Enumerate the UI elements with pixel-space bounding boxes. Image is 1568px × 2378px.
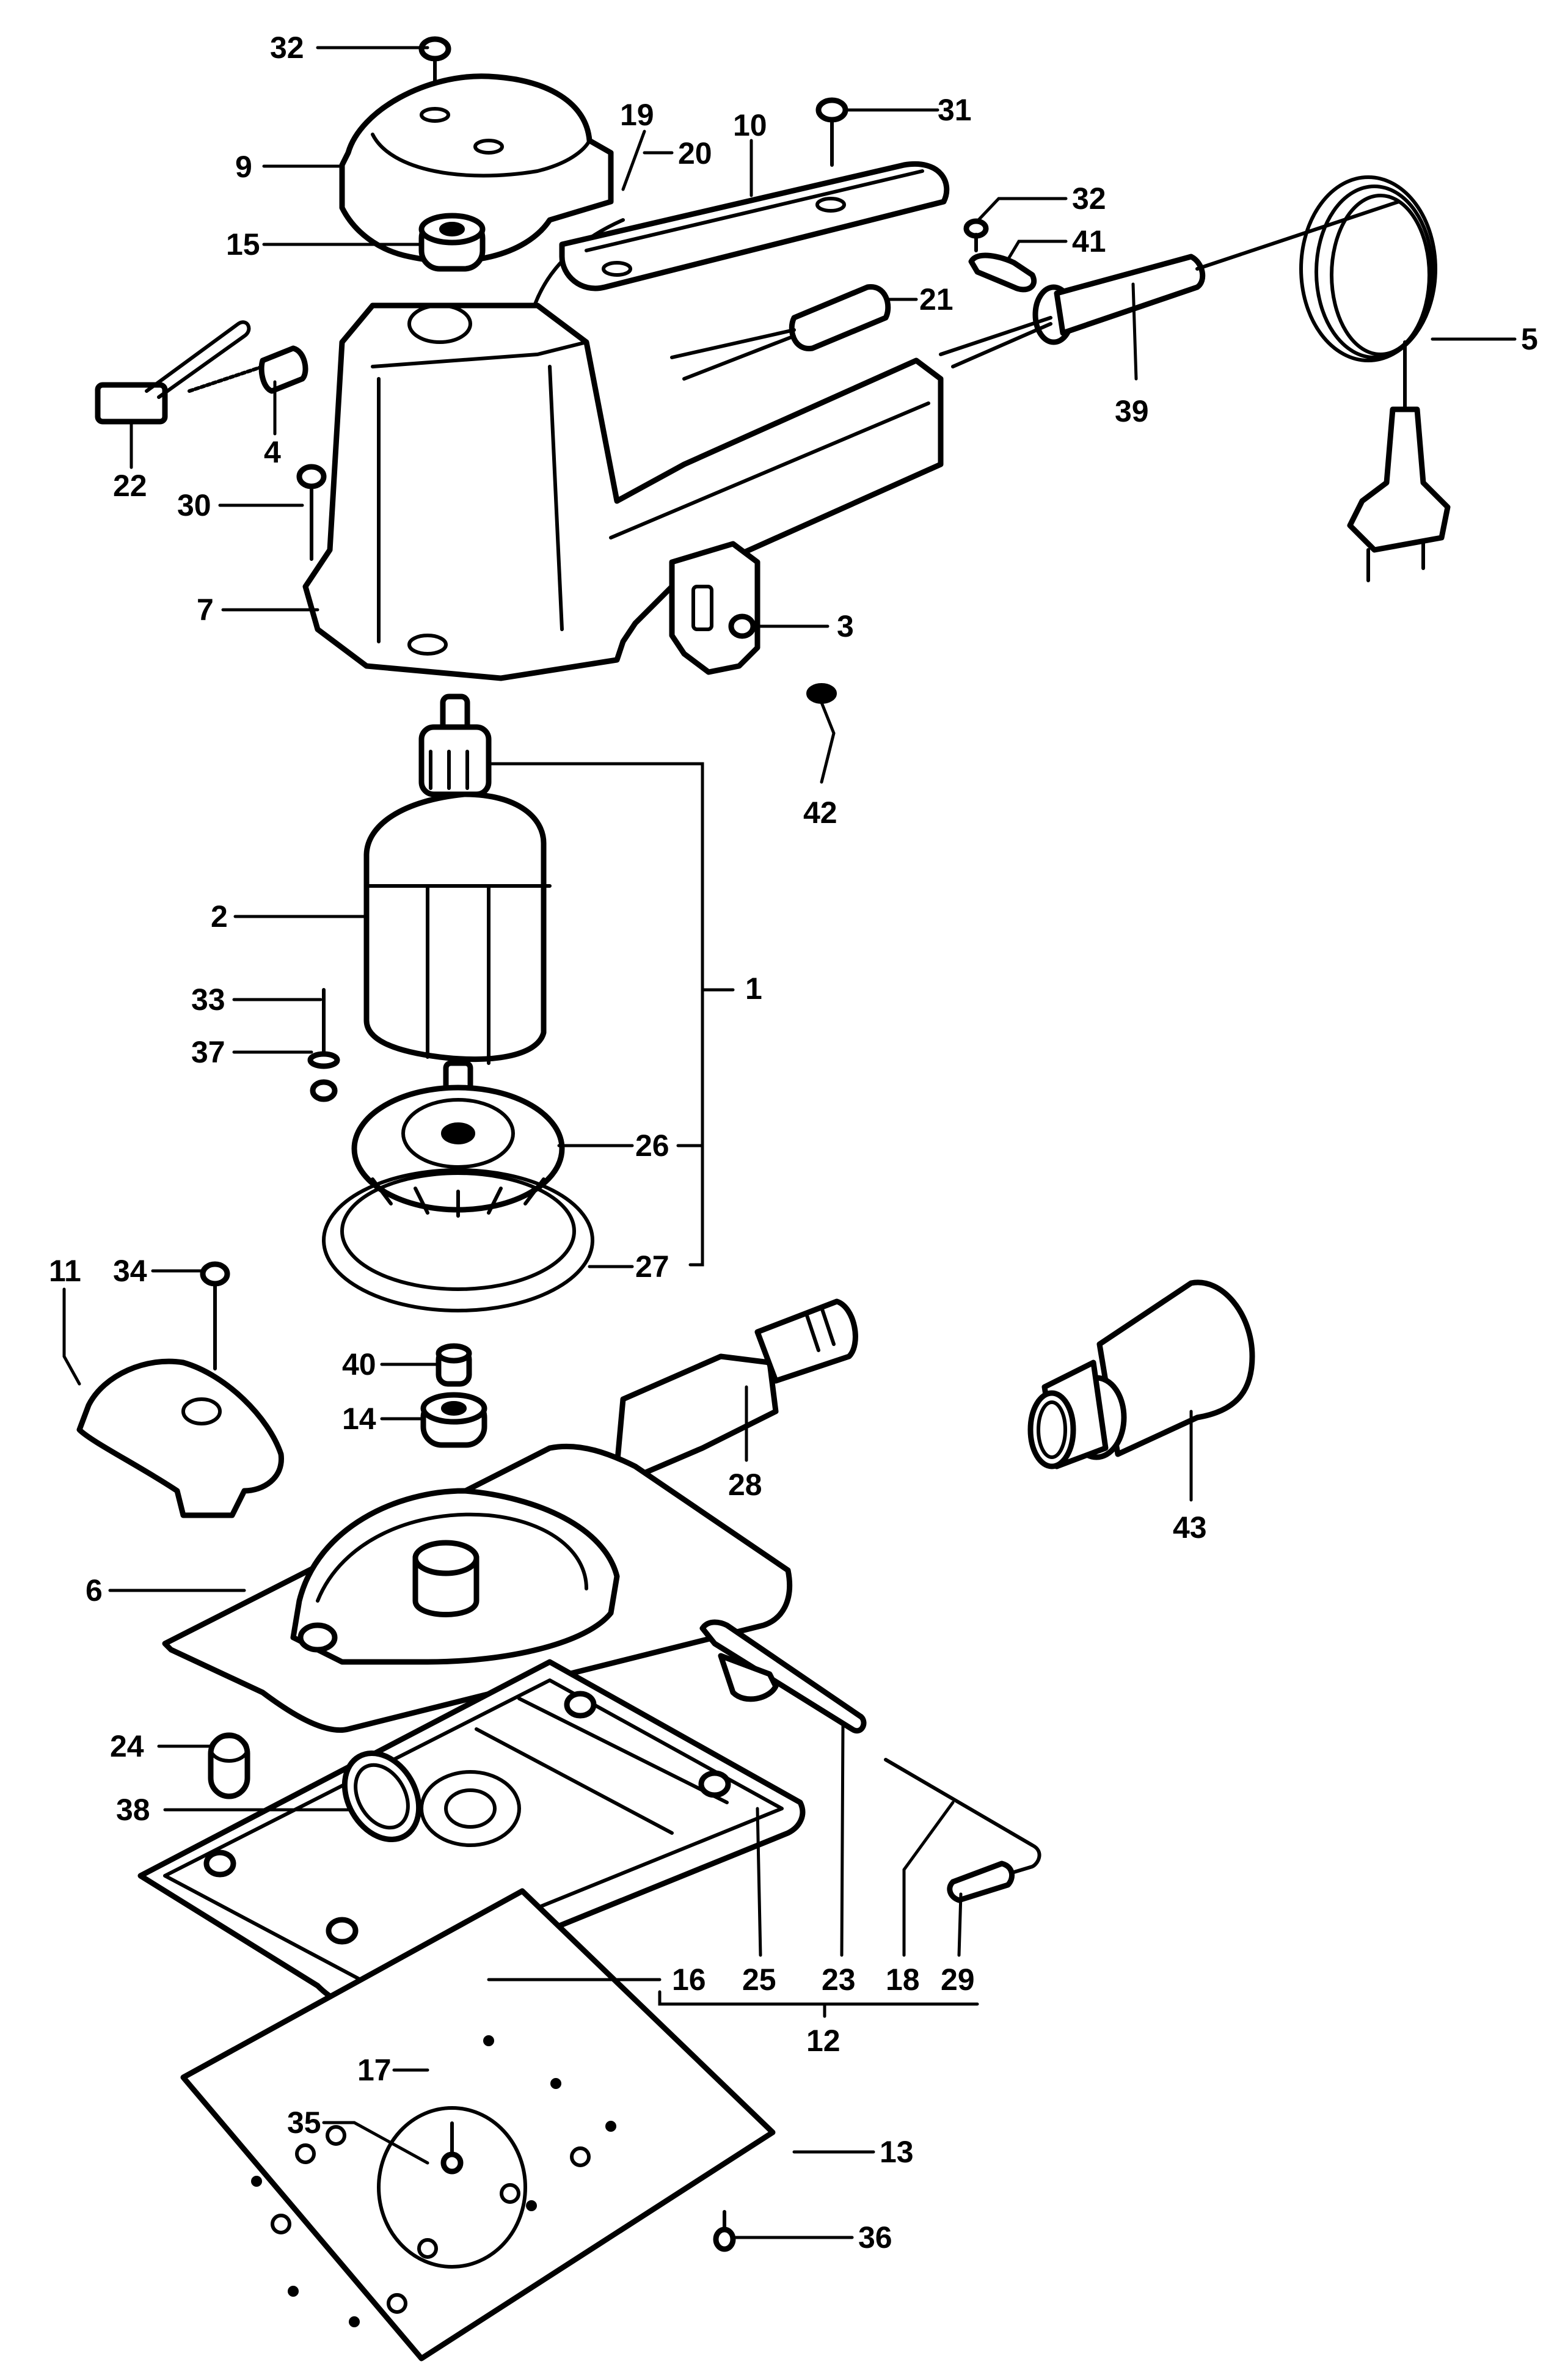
part-9-top-cap <box>339 73 614 264</box>
part-22-brush-holder <box>95 320 251 425</box>
part-40-spacer <box>436 1343 472 1387</box>
part-1-armature <box>418 693 492 797</box>
part-2-field-stator <box>363 791 552 1133</box>
callout-27: 27 <box>635 1249 669 1284</box>
part-32-right-screw <box>963 218 989 252</box>
callout-42: 42 <box>803 796 837 830</box>
callout-25: 25 <box>742 1963 776 1997</box>
callout-3: 3 <box>837 609 854 643</box>
part-25-platen <box>137 1659 806 2009</box>
callout-16: 16 <box>672 1963 706 1997</box>
part-21-capacitor <box>670 284 891 381</box>
callout-34: 34 <box>113 1254 147 1288</box>
part-34-screw <box>200 1261 230 1370</box>
callout-37: 37 <box>191 1035 225 1069</box>
part-23-paper-clamp-lever <box>699 1619 867 1733</box>
leader-lines <box>62 46 1517 2239</box>
callout-39: 39 <box>1115 394 1149 428</box>
callout-4: 4 <box>264 435 281 469</box>
callout-13: 13 <box>880 2135 914 2169</box>
callout-20: 20 <box>678 136 712 170</box>
part-13-pad-plate <box>180 1888 776 2362</box>
part-31-screw <box>815 97 848 167</box>
part-10-handle-cover <box>559 161 950 291</box>
callout-11: 11 <box>49 1254 81 1288</box>
part-39-cord-guard <box>939 254 1206 368</box>
callout-32-top: 32 <box>270 31 304 65</box>
part-5-power-cord <box>1195 175 1451 582</box>
callout-7: 7 <box>197 593 214 627</box>
part-27-baffle <box>322 1168 594 1312</box>
callout-12: 12 <box>806 2024 841 2058</box>
part-11-front-grip <box>76 1358 284 1518</box>
callout-10: 10 <box>733 108 767 142</box>
callout-40: 40 <box>342 1347 376 1381</box>
part-18-clamp-wire <box>884 1758 1041 1878</box>
part-14-bearing <box>420 1392 487 1448</box>
callout-26: 26 <box>635 1129 669 1163</box>
callout-35: 35 <box>287 2105 321 2140</box>
part-35-screw <box>440 2121 464 2175</box>
part-41-cord-clamp <box>968 252 1037 293</box>
part-6-base-housing <box>162 1443 793 1733</box>
part-43-dust-adaptor <box>1027 1279 1255 1469</box>
part-4-carbon-brush <box>188 345 308 394</box>
callout-17: 17 <box>357 2053 392 2087</box>
part-28-dust-spout <box>614 1298 858 1488</box>
part-37-washer <box>307 1051 340 1102</box>
part-36-screw <box>713 2210 736 2252</box>
callout-18: 18 <box>886 1963 920 1997</box>
callout-23: 23 <box>822 1963 856 1997</box>
callout-31: 31 <box>938 93 972 127</box>
part-42-screw <box>806 683 837 704</box>
part-30-screw <box>296 464 327 561</box>
callout-2: 2 <box>211 899 228 934</box>
callout-30: 30 <box>177 488 211 522</box>
part-24-foot <box>208 1732 250 1799</box>
part-3-switch <box>669 541 760 675</box>
callout-21: 21 <box>919 282 954 316</box>
callout-28: 28 <box>728 1468 762 1502</box>
callout-38: 38 <box>116 1793 150 1827</box>
part-38-seal <box>341 1750 422 1843</box>
callout-5: 5 <box>1521 322 1538 356</box>
callout-22: 22 <box>113 469 147 503</box>
callout-6: 6 <box>86 1573 103 1608</box>
callout-32-right: 32 <box>1072 181 1106 216</box>
callout-24: 24 <box>110 1729 144 1763</box>
callout-15: 15 <box>226 227 260 262</box>
callout-33: 33 <box>191 982 225 1017</box>
part-29-clamp-pin <box>947 1860 1015 1903</box>
callout-29: 29 <box>941 1963 975 1997</box>
callout-19: 19 <box>620 98 654 132</box>
callout-36: 36 <box>858 2220 892 2255</box>
callout-1: 1 <box>745 971 762 1006</box>
part-26-fan <box>351 1085 565 1218</box>
part-15-bearing <box>418 213 486 272</box>
callout-43: 43 <box>1173 1510 1207 1545</box>
callout-41: 41 <box>1072 224 1106 258</box>
callout-14: 14 <box>342 1402 376 1436</box>
callout-9: 9 <box>235 150 252 184</box>
callout-labels: 32 9 19 20 10 31 32 41 15 21 5 39 22 4 3… <box>49 31 1538 2255</box>
